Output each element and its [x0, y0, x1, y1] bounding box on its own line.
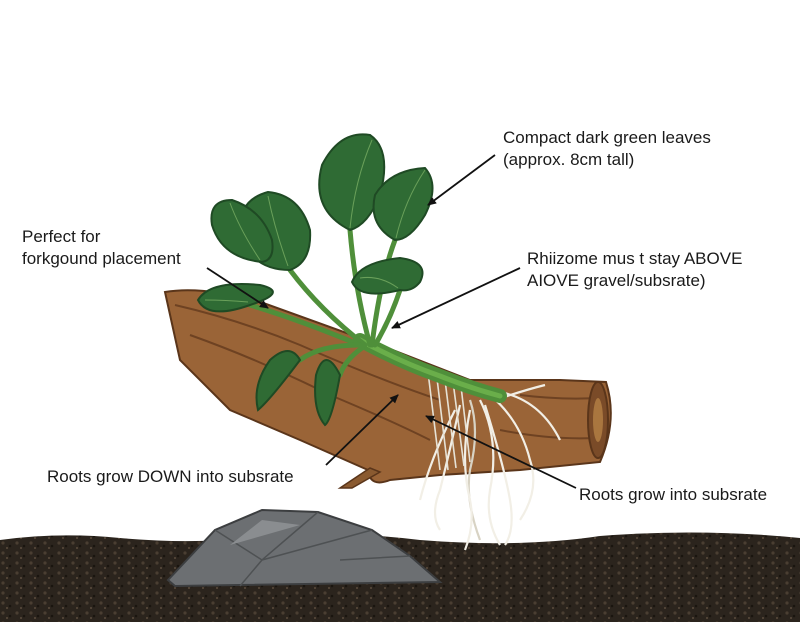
- label-leaves-line1: Compact dark green leaves: [503, 128, 711, 147]
- label-leaves-line2: (approx. 8cm tall): [503, 150, 635, 169]
- label-roots-into-line1: Roots grow into subsrate: [579, 485, 768, 504]
- label-rhizome: Rhiizome mus t stay ABOVE AIOVE gravel/s…: [527, 248, 742, 292]
- label-foreground: Perfect for forkgound placement: [22, 226, 181, 270]
- rhizome-icon: [353, 333, 507, 403]
- label-leaves: Compact dark green leaves (approx. 8cm t…: [503, 127, 711, 171]
- label-rhizome-line2: AIOVE gravel/subsrate): [527, 271, 706, 290]
- label-roots-down-line1: Roots grow DOWN into subsrate: [47, 467, 294, 486]
- arrow-foreground: [206, 267, 269, 309]
- arrow-leaves: [427, 154, 496, 206]
- arrow-roots-down: [325, 394, 399, 466]
- label-rhizome-line1: Rhiizome mus t stay ABOVE: [527, 249, 743, 268]
- label-foreground-line2: forkgound placement: [22, 249, 181, 268]
- leaf-veins: [204, 139, 426, 303]
- arrow-rhizome: [391, 267, 521, 329]
- label-roots-down: Roots grow DOWN into subsrate: [47, 466, 294, 488]
- label-foreground-line1: Perfect for: [22, 227, 101, 246]
- annotation-arrows: [206, 154, 577, 489]
- arrow-roots-into: [425, 415, 577, 489]
- tie-wrap: [427, 369, 471, 471]
- leaves-icon: [196, 133, 434, 427]
- rock-icon: [166, 508, 443, 588]
- label-roots-into: Roots grow into subsrate: [579, 484, 767, 506]
